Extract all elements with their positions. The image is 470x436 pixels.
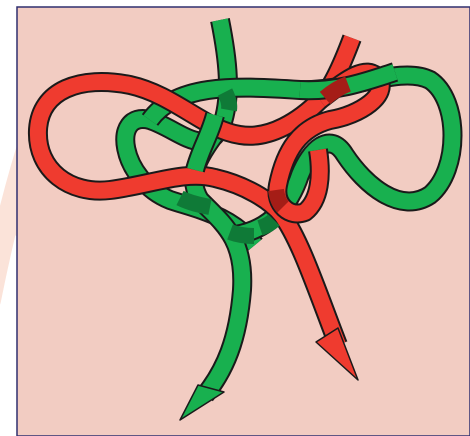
- red-rope-shade: [276, 190, 283, 207]
- green-rope-shade: [260, 220, 274, 228]
- green-rope-shade: [225, 92, 229, 110]
- green-rope-shade: [180, 198, 210, 207]
- green-rope-shade: [230, 232, 254, 236]
